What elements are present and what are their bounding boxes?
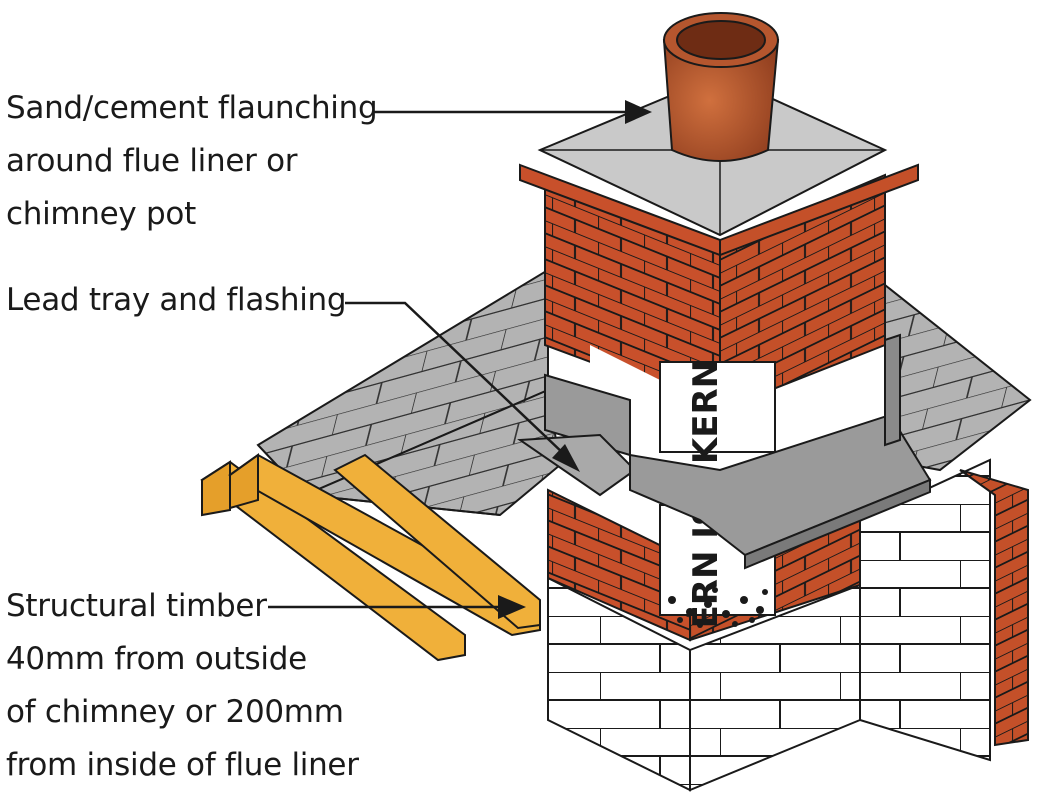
flaunching-arrowhead [625,100,652,124]
structural-timbers [200,453,541,662]
label-timber: Structural timber 40mm from outside of c… [6,580,359,792]
timber-arrowhead [498,595,526,619]
label-flaunching-line-3: chimney pot [6,196,196,232]
arrowheads [498,100,652,619]
roof-slates [256,268,1032,517]
chimney-stack [519,163,919,412]
label-flaunching-line-2: around flue liner or [6,143,298,179]
upper-liner-text: KERN [686,360,726,464]
lead-tray-flashing [517,333,932,570]
label-timber-line-2: 40mm from outside [6,641,307,677]
label-flaunching: Sand/cement flaunching around flue liner… [6,82,378,241]
label-timber-line-4: from inside of flue liner [6,747,359,783]
label-flashing-line-1: Lead tray and flashing [6,282,347,318]
leader-lines [268,110,625,609]
chimney-pot [662,12,780,162]
upper-flue-liner: KERN [590,345,830,470]
label-timber-line-1: Structural timber [6,588,267,624]
label-timber-line-3: of chimney or 200mm [6,694,344,730]
label-flaunching-line-1: Sand/cement flaunching [6,90,378,126]
side-brick-wall [959,469,1029,747]
flashing-arrowhead [552,444,580,472]
label-flashing: Lead tray and flashing [6,274,347,327]
blockwork [547,458,991,792]
